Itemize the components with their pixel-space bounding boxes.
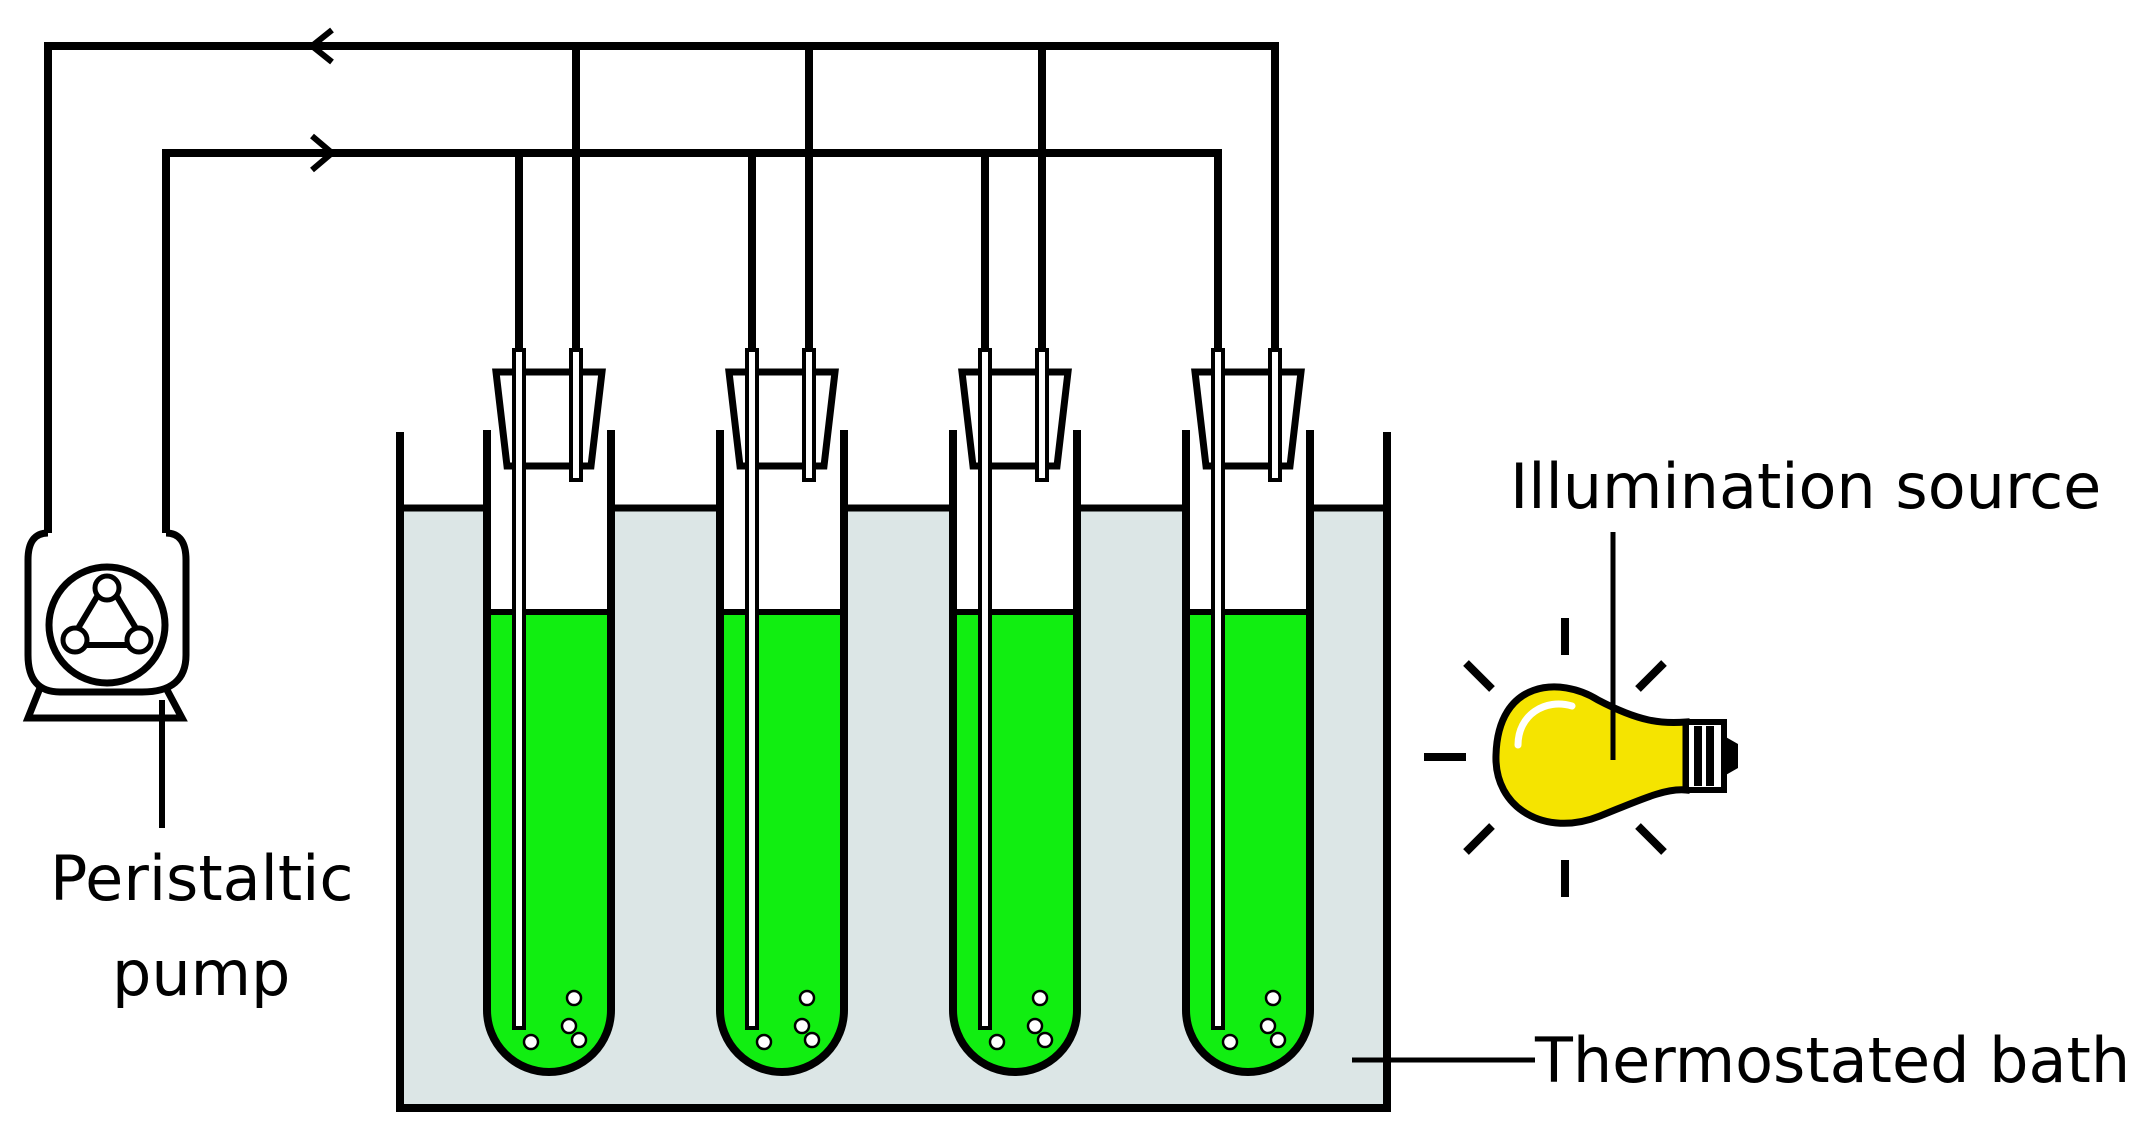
air-bubble bbox=[565, 989, 583, 1007]
peristaltic-pump-icon bbox=[22, 529, 190, 722]
reactor-tubes bbox=[483, 348, 1314, 1076]
air-bubble bbox=[1264, 989, 1282, 1007]
pump-roller bbox=[124, 625, 154, 655]
air-bubble bbox=[570, 1031, 588, 1049]
reactor-tube-3 bbox=[949, 348, 1081, 1076]
return-line bbox=[44, 42, 1279, 535]
supply-line bbox=[162, 149, 1222, 535]
air-bubble bbox=[522, 1033, 540, 1051]
tube-outline bbox=[483, 430, 615, 1076]
outlet-rod bbox=[1268, 348, 1282, 482]
light-rays bbox=[1424, 618, 1667, 897]
inlet-rod bbox=[978, 348, 992, 1030]
air-bubble bbox=[1026, 1017, 1044, 1035]
pump-label-line2: pump bbox=[112, 937, 290, 1010]
bath-outline bbox=[396, 432, 1391, 1112]
inlet-rod bbox=[512, 348, 526, 1030]
air-bubble bbox=[1259, 1017, 1277, 1035]
air-bubble bbox=[1036, 1031, 1054, 1049]
tube-stopper bbox=[958, 368, 1072, 470]
reactor-tube-4 bbox=[1182, 348, 1314, 1076]
culture-liquid bbox=[953, 612, 1077, 1072]
air-bubble bbox=[1031, 989, 1049, 1007]
return-flow-arrow bbox=[307, 27, 334, 65]
air-bubble bbox=[755, 1033, 773, 1051]
tube-outline bbox=[949, 430, 1081, 1076]
culture-liquid bbox=[1186, 612, 1310, 1072]
air-bubble bbox=[793, 1017, 811, 1035]
air-bubble bbox=[798, 989, 816, 1007]
bulb-highlight bbox=[1514, 700, 1576, 749]
air-bubble bbox=[803, 1031, 821, 1049]
pump-rotor-frame bbox=[62, 574, 152, 648]
bulb-socket bbox=[1683, 719, 1727, 793]
air-bubble bbox=[1269, 1031, 1287, 1049]
bulb-glass bbox=[1492, 683, 1690, 827]
air-bubble bbox=[988, 1033, 1006, 1051]
bath-label: Thermostated bath bbox=[1534, 1024, 2130, 1097]
outlet-rod bbox=[802, 348, 816, 482]
culture-liquid bbox=[720, 612, 844, 1072]
flow-arrow-icon bbox=[307, 27, 337, 173]
pump-label-line1: Peristaltic bbox=[50, 842, 354, 915]
tube-stopper bbox=[492, 368, 606, 470]
outlet-rod bbox=[569, 348, 583, 482]
culture-liquid bbox=[487, 612, 611, 1072]
inlet-rod bbox=[745, 348, 759, 1030]
light-bulb-icon bbox=[1424, 618, 1738, 897]
air-bubble bbox=[560, 1017, 578, 1035]
illumination-label: Illumination source bbox=[1510, 450, 2101, 523]
air-bubble bbox=[1221, 1033, 1239, 1051]
tubing-network bbox=[44, 42, 1279, 535]
outlet-rod bbox=[1035, 348, 1049, 482]
pump-roller bbox=[60, 625, 90, 655]
pump-roller bbox=[92, 573, 122, 603]
tube-stopper bbox=[725, 368, 839, 470]
reactor-tube-1 bbox=[483, 348, 615, 1076]
socket-tip bbox=[1724, 736, 1738, 776]
tube-outline bbox=[716, 430, 848, 1076]
socket-threads bbox=[1694, 726, 1714, 786]
tube-stopper bbox=[1191, 368, 1305, 470]
tube-outline bbox=[1182, 430, 1314, 1076]
supply-flow-arrow bbox=[310, 133, 337, 173]
reactor-tube-2 bbox=[716, 348, 848, 1076]
inlet-rod bbox=[1211, 348, 1225, 1030]
